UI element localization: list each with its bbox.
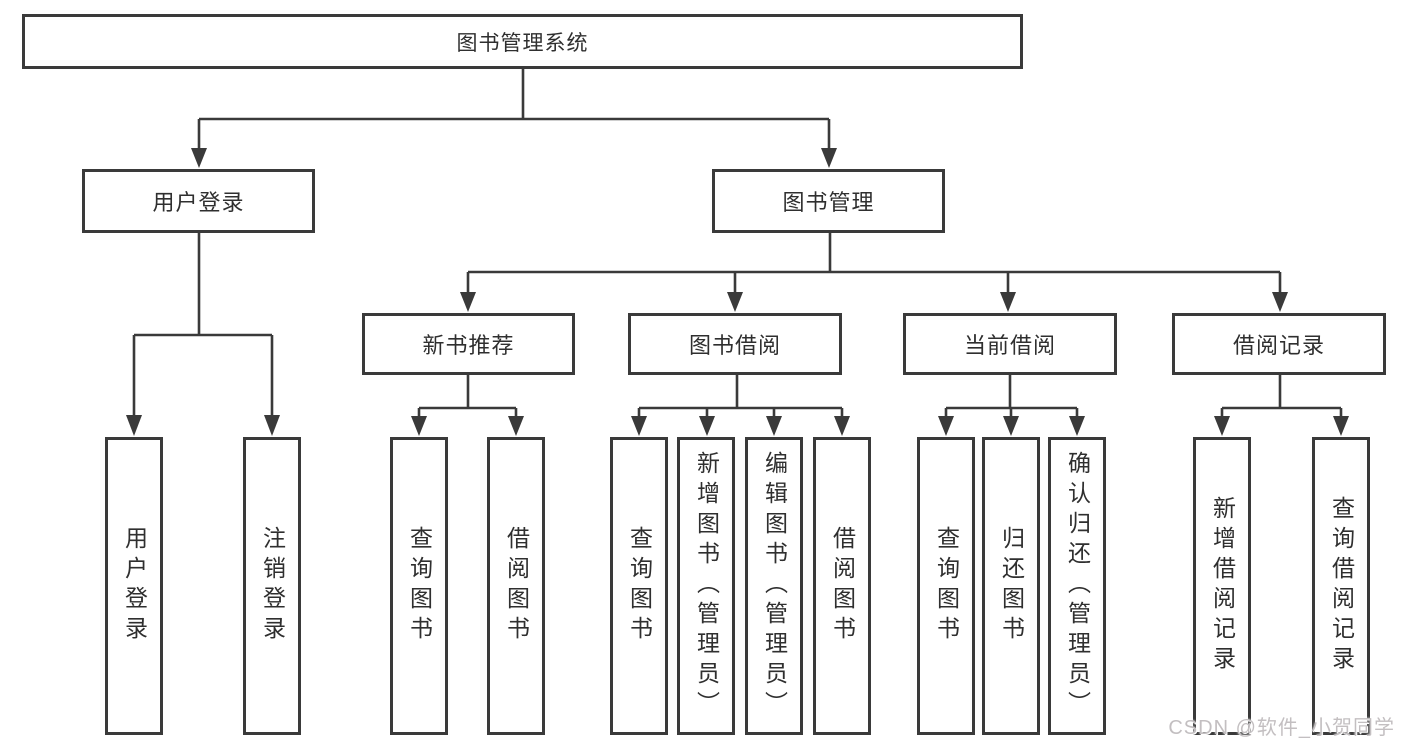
leaf-add-book-admin-label: 新增图书（管理员）	[693, 451, 720, 721]
leaf-confirm-return-admin: 确认归还（管理员）	[1048, 437, 1106, 735]
leaf-query-books-borrow: 查询图书	[610, 437, 668, 735]
node-new-book-recommend-label: 新书推荐	[422, 333, 515, 358]
leaf-borrow-books: 借阅图书	[813, 437, 871, 735]
leaf-query-borrow-record: 查询借阅记录	[1312, 437, 1370, 735]
leaf-logout: 注销登录	[243, 437, 301, 735]
leaf-borrow-books-label: 借阅图书	[829, 526, 856, 646]
node-root-label: 图书管理系统	[456, 31, 589, 55]
leaf-query-books-recommend-label: 查询图书	[406, 526, 433, 646]
leaf-add-borrow-record-label: 新增借阅记录	[1209, 496, 1236, 676]
leaf-query-books-recommend: 查询图书	[390, 437, 448, 735]
leaf-add-borrow-record: 新增借阅记录	[1193, 437, 1251, 735]
leaf-query-books-borrow-label: 查询图书	[626, 526, 653, 646]
leaf-logout-label: 注销登录	[259, 526, 286, 646]
leaf-query-books-current-label: 查询图书	[933, 526, 960, 646]
node-borrow-records: 借阅记录	[1172, 313, 1386, 375]
leaf-edit-book-admin: 编辑图书（管理员）	[745, 437, 803, 735]
arrowheads	[126, 148, 1349, 436]
node-root: 图书管理系统	[22, 14, 1023, 69]
leaf-edit-book-admin-label: 编辑图书（管理员）	[761, 451, 788, 721]
leaf-query-borrow-record-label: 查询借阅记录	[1328, 496, 1355, 676]
node-user-login-label: 用户登录	[152, 190, 245, 215]
leaf-confirm-return-admin-label: 确认归还（管理员）	[1064, 451, 1091, 721]
leaf-add-book-admin: 新增图书（管理员）	[677, 437, 735, 735]
leaf-query-books-current: 查询图书	[917, 437, 975, 735]
node-current-borrow: 当前借阅	[903, 313, 1117, 375]
node-borrow-records-label: 借阅记录	[1232, 333, 1325, 358]
node-current-borrow-label: 当前借阅	[963, 333, 1056, 358]
leaf-borrow-books-recommend-label: 借阅图书	[503, 526, 530, 646]
node-book-borrow-label: 图书借阅	[688, 333, 781, 358]
leaf-return-books-label: 归还图书	[998, 526, 1025, 646]
leaf-borrow-books-recommend: 借阅图书	[487, 437, 545, 735]
node-new-book-recommend: 新书推荐	[362, 313, 575, 375]
leaf-user-login-label: 用户登录	[121, 526, 148, 646]
node-user-login: 用户登录	[82, 169, 315, 233]
leaf-user-login: 用户登录	[105, 437, 163, 735]
node-book-borrow: 图书借阅	[628, 313, 842, 375]
node-book-management-label: 图书管理	[782, 190, 875, 215]
node-book-management: 图书管理	[712, 169, 945, 233]
leaf-return-books: 归还图书	[982, 437, 1040, 735]
